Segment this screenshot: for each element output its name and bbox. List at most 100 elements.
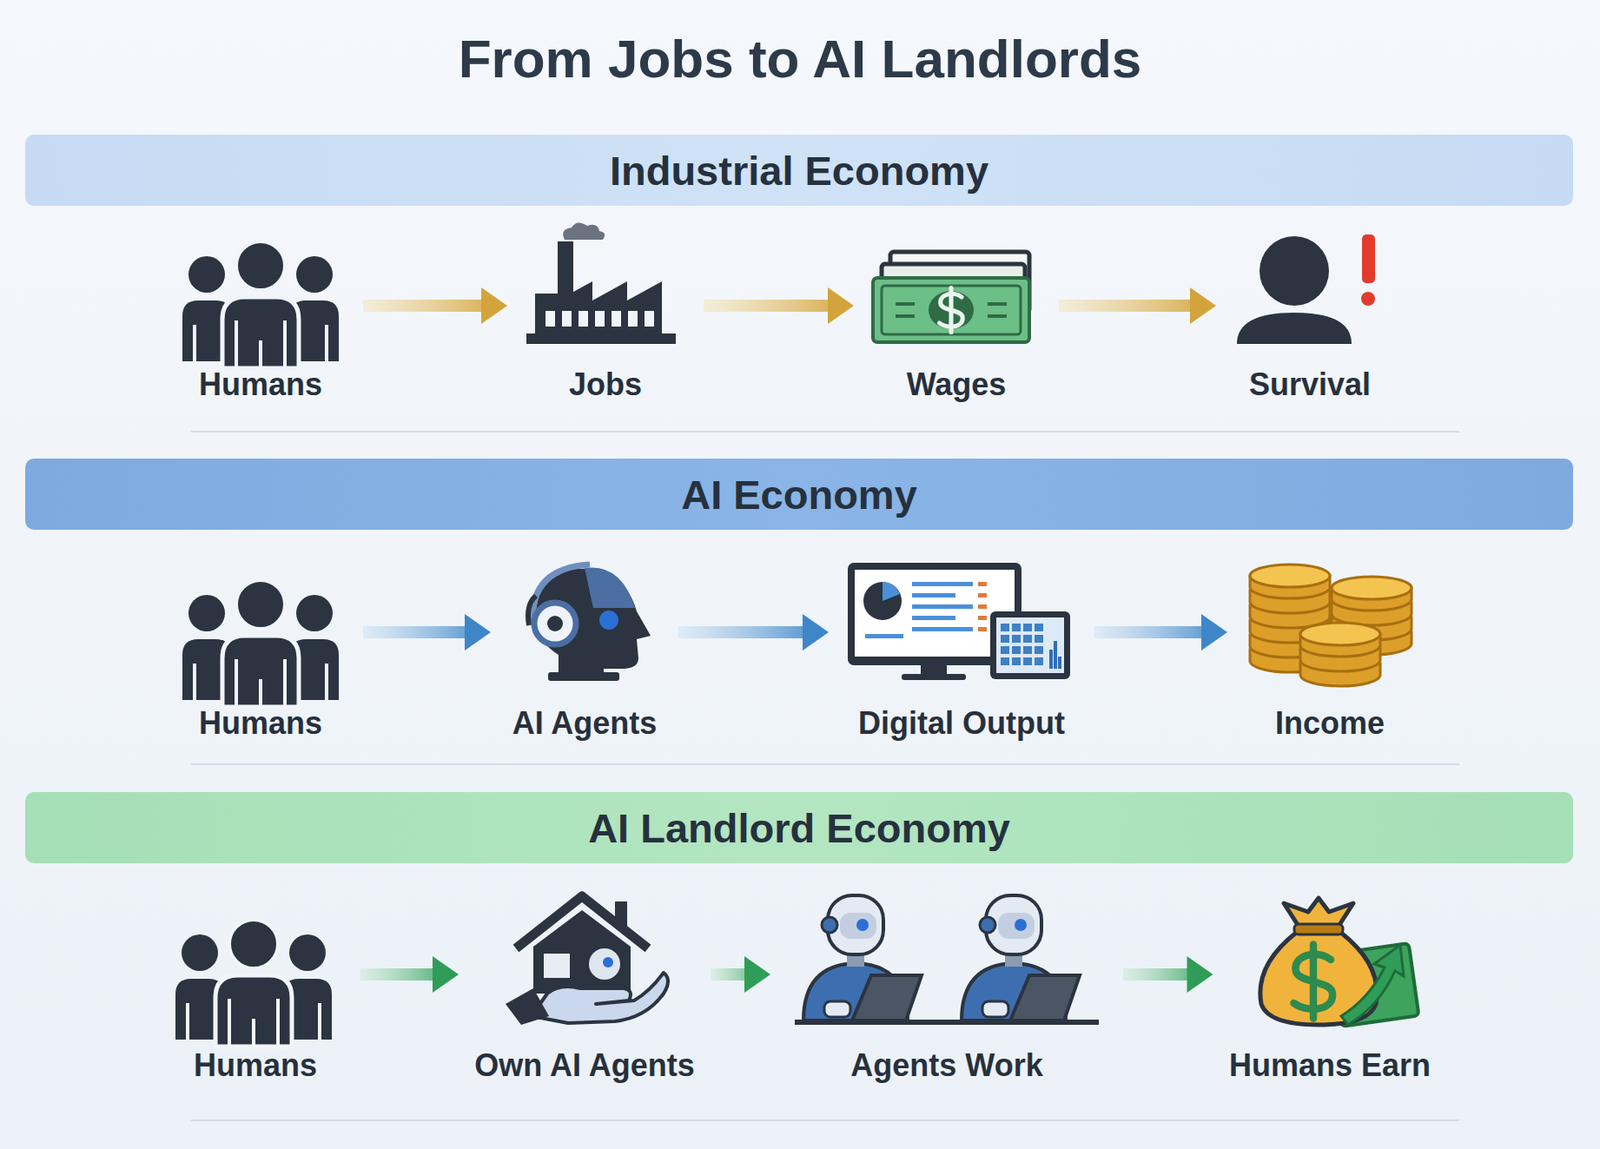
report-line: [912, 604, 973, 609]
report-line: [912, 581, 973, 587]
robots-icon: [786, 890, 1108, 1025]
bill-mark: [895, 314, 915, 318]
arrow-head: [802, 614, 829, 651]
bill: [872, 277, 1030, 343]
flow-step: Humans Earn: [1222, 894, 1439, 1084]
flow-step: AI Agents: [499, 552, 670, 741]
step-label: Jobs: [568, 366, 642, 403]
person-head: [236, 241, 285, 291]
table-cell: [1011, 657, 1021, 666]
mini-bar: [1053, 641, 1058, 669]
aihead-icon: [506, 552, 663, 683]
factory-body: [535, 281, 662, 336]
arrow-shaft: [363, 626, 467, 639]
factory-window: [561, 310, 572, 327]
arrow-head: [1187, 956, 1214, 993]
chimney: [557, 241, 574, 303]
flow-arrow: [1058, 287, 1217, 324]
icon-group: [872, 251, 1030, 343]
arrow-head: [464, 614, 491, 651]
table-cell: [1011, 634, 1021, 643]
coin-top: [1249, 564, 1330, 588]
table-cell: [1023, 634, 1032, 643]
limb-gap: [283, 320, 287, 369]
bag-tie: [1294, 924, 1343, 935]
arrow-head: [1190, 287, 1217, 324]
step-label: Own AI Agents: [474, 1047, 695, 1084]
arrow-head: [1201, 614, 1228, 651]
section-band: AI Landlord Economy: [25, 792, 1574, 864]
section-band: AI Economy: [25, 458, 1574, 530]
person-shoulders: [1236, 312, 1352, 344]
humans-icon: [166, 916, 345, 1025]
report-cell: [978, 581, 987, 587]
flow-arrow: [710, 956, 771, 993]
person-head: [296, 256, 333, 293]
limb-gap: [185, 1003, 190, 1040]
icon-group: [526, 222, 676, 344]
section-divider: [191, 430, 1460, 433]
person-head: [181, 934, 219, 972]
person-head: [236, 580, 285, 629]
hand: [531, 972, 668, 1024]
flow-arrow: [703, 287, 854, 324]
icon-group: [794, 895, 1099, 1023]
robot-faceplate: [839, 912, 877, 939]
arrow-shaft: [1058, 299, 1192, 312]
tablet-screen: [996, 617, 1065, 674]
limb-gap: [234, 320, 239, 369]
ai-panel: [584, 567, 635, 609]
arrow-shaft: [1094, 626, 1204, 639]
bag-icon: [1238, 894, 1422, 1025]
bill-mark: [987, 314, 1007, 318]
tablet: [990, 611, 1071, 680]
dollar-symbol: [939, 288, 964, 333]
band-title: AI Landlord Economy: [588, 804, 1011, 853]
section-divider: [191, 763, 1460, 766]
flow-step: Humans: [166, 238, 355, 403]
arrow-shaft: [363, 299, 483, 312]
limb-gap: [317, 1003, 322, 1040]
factory-window: [578, 310, 589, 327]
flow-step: Own AI Agents: [467, 885, 702, 1084]
limb-gap: [192, 324, 197, 362]
step-label: Humans: [198, 705, 323, 741]
pie-slice: [882, 581, 900, 602]
report-cell: [978, 593, 987, 598]
limb-gap: [234, 659, 239, 708]
headset-mic: [528, 595, 536, 626]
step-label: Digital Output: [858, 705, 1065, 741]
alert-bar: [1361, 234, 1376, 284]
limb-gap: [251, 1018, 256, 1047]
diagram-title: From Jobs to AI Landlords: [0, 27, 1600, 90]
table-cell: [1034, 646, 1044, 655]
person-head: [188, 595, 225, 632]
humans-icon: [173, 576, 348, 683]
limb-gap: [324, 663, 329, 701]
person-body: [222, 297, 299, 369]
step-label: Humans Earn: [1229, 1047, 1431, 1084]
flow-arrow: [363, 614, 491, 651]
arrow-shaft: [678, 626, 805, 639]
section-divider: [191, 1119, 1460, 1122]
flow-step: Humans: [159, 916, 352, 1084]
bill-mark: [895, 302, 915, 306]
report-cell: [978, 604, 987, 609]
humans-icon: [173, 238, 348, 344]
report-line: [912, 615, 956, 621]
table-cell: [1023, 657, 1032, 666]
section-band: Industrial Economy: [25, 134, 1574, 206]
flow-step: Agents Work: [779, 890, 1115, 1084]
factory-icon: [522, 220, 688, 344]
house-window: [543, 953, 570, 979]
flow-step: Jobs: [515, 220, 695, 403]
arrow-shaft: [360, 968, 436, 981]
flow-step: Income: [1236, 556, 1424, 741]
flow-arrow: [678, 614, 829, 651]
person-body: [215, 975, 292, 1047]
flow-arrow: [363, 287, 508, 324]
screen-icon: [844, 559, 1079, 683]
flow-step: Humans: [166, 576, 355, 741]
factory-window: [628, 310, 638, 327]
table-cell: [1000, 634, 1010, 643]
